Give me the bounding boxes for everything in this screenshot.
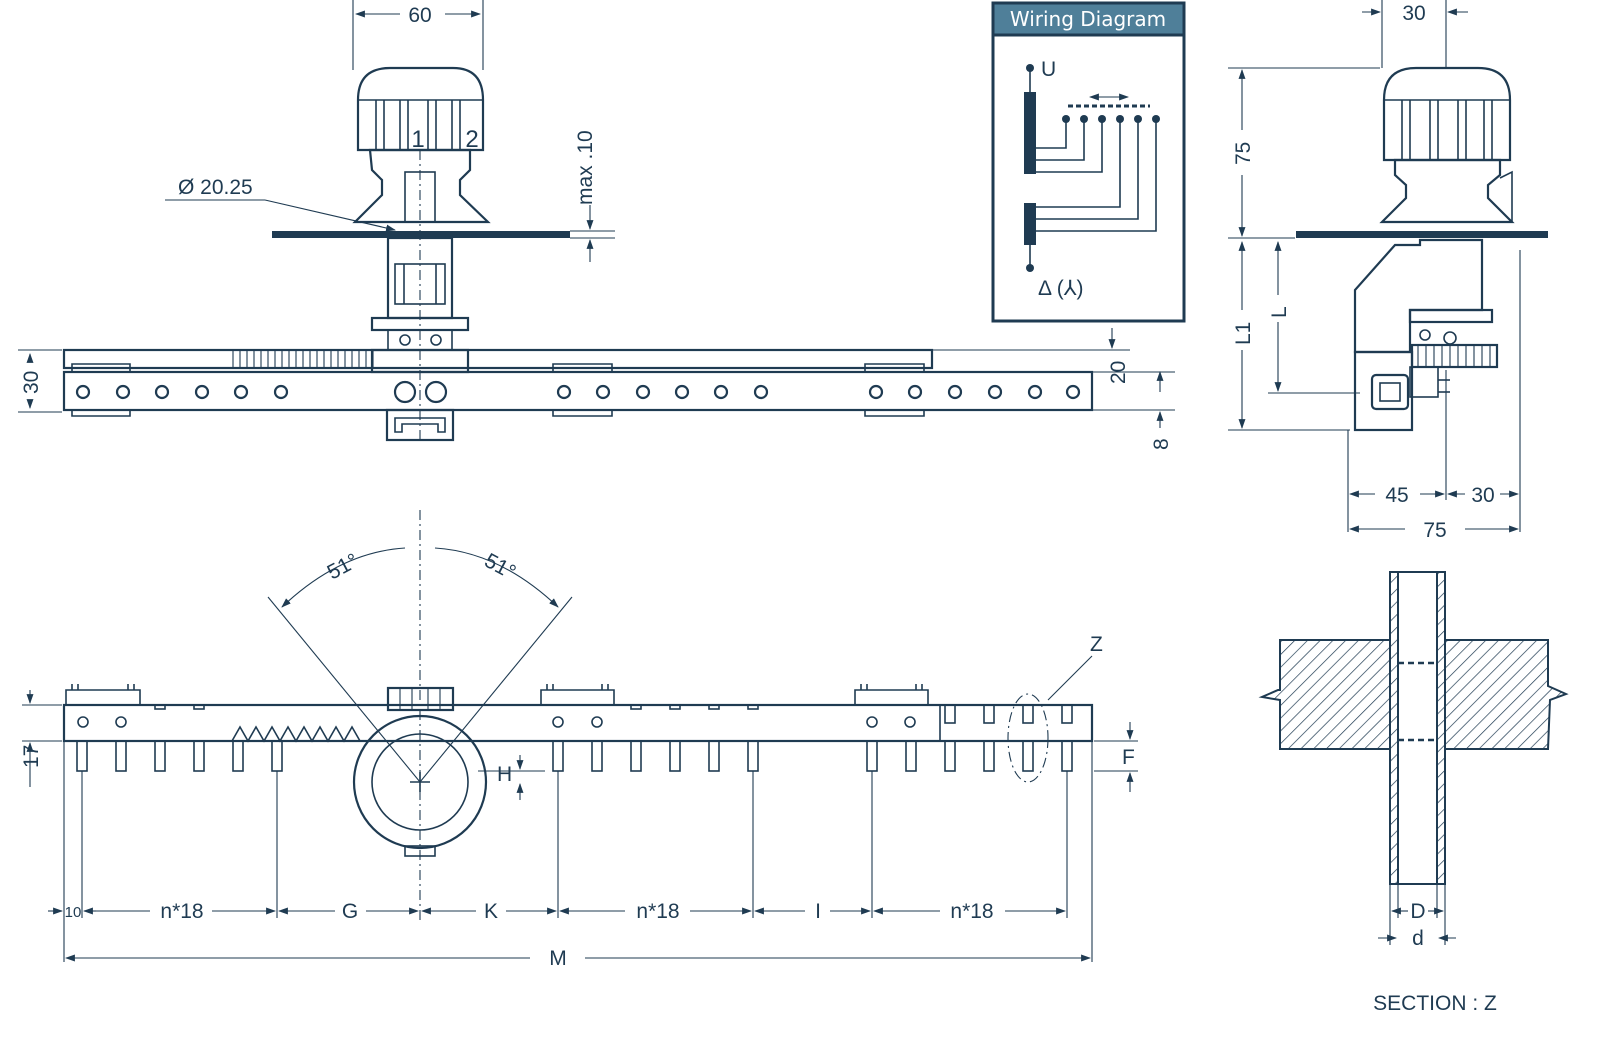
- section-wall-right: [1444, 639, 1569, 750]
- pins: [76, 704, 1073, 772]
- wiring-diagram: Wiring Diagram U Δ (⅄): [991, 1, 1186, 323]
- dim-75-vertical: 75: [1232, 142, 1255, 165]
- dim-max10: max .10: [574, 130, 597, 205]
- dim-K: K: [484, 900, 498, 923]
- dim-n18-1: n*18: [160, 900, 203, 923]
- wiring-delta: Δ (⅄): [1038, 277, 1084, 300]
- dim-10: 10: [65, 904, 82, 921]
- dim-G: G: [342, 900, 358, 923]
- dim-L: L: [1268, 306, 1291, 318]
- dim-30-left: 30: [20, 371, 43, 394]
- wiring-u: U: [1041, 58, 1056, 81]
- dim-d: d: [1412, 927, 1424, 950]
- dim-20: 20: [1107, 361, 1130, 384]
- dim-L1: L1: [1232, 322, 1255, 345]
- wiring-header: [991, 1, 1186, 37]
- section-title: SECTION : Z: [1373, 992, 1497, 1015]
- dim-I: I: [815, 900, 821, 923]
- rack-top: [62, 348, 934, 370]
- dim-M: M: [549, 947, 567, 970]
- angle-left: 51°: [324, 549, 363, 584]
- dim-75-bottom: 75: [1423, 519, 1446, 542]
- winding-1: [1024, 92, 1036, 174]
- label-Z: Z: [1090, 633, 1103, 656]
- pinion-gear: [352, 714, 488, 850]
- dim-diameter: Ø 20.25: [178, 176, 253, 199]
- dim-n18-3: n*18: [950, 900, 993, 923]
- dim-F: F: [1122, 746, 1135, 769]
- rack-holes: [75, 384, 1081, 400]
- plan-rack: [62, 703, 1094, 743]
- motor-knob-2: 2: [465, 126, 478, 153]
- angle-right: 51°: [481, 549, 520, 584]
- plan-view: 51° 51°: [20, 510, 1138, 970]
- dim-17: 17: [20, 745, 43, 768]
- dim-D: D: [1410, 900, 1425, 923]
- side-view: 30 75 L1 L: [1228, 0, 1548, 542]
- dim-H: H: [497, 763, 512, 786]
- mounting-plate: [272, 231, 570, 238]
- section-wall-left: [1258, 639, 1391, 750]
- wiring-title: Wiring Diagram: [1010, 7, 1166, 31]
- dim-45: 45: [1385, 484, 1408, 507]
- section-z: D d SECTION : Z: [1258, 571, 1569, 1015]
- dim-n18-2: n*18: [636, 900, 679, 923]
- dim-30-bottom: 30: [1471, 484, 1494, 507]
- dim-8: 8: [1150, 438, 1173, 450]
- dim-60: 60: [408, 4, 431, 27]
- front-view: 60 1 2 Ø 20.25 max .10: [18, 0, 1175, 450]
- winding-2: [1024, 203, 1036, 245]
- motor-knob-1: 1: [411, 126, 424, 153]
- rack-bar: [62, 370, 1094, 412]
- dim-30-top-right: 30: [1402, 2, 1425, 25]
